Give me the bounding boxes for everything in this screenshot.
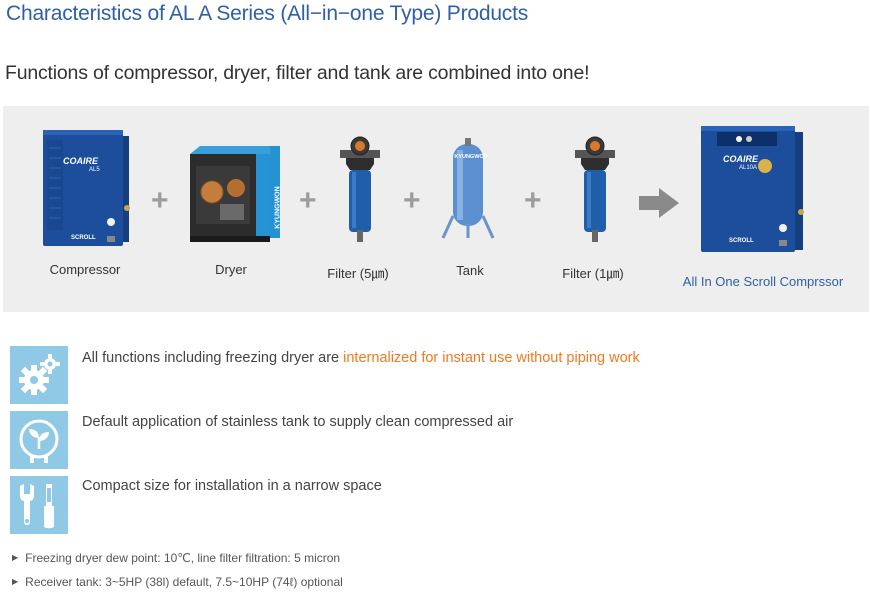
plus-sign: +: [151, 184, 169, 217]
feature-text: Default application of stainless tank to…: [82, 414, 514, 430]
note-text: Freezing dryer dew point: 10℃, line filt…: [25, 551, 341, 565]
tank-label: Tank: [456, 263, 484, 278]
feature-icon-box: [10, 476, 68, 534]
filter-1-label: Filter (1㎛): [562, 266, 624, 281]
dryer-label: Dryer: [215, 262, 247, 277]
tank-icon: [441, 138, 495, 239]
tools-icon: [20, 484, 54, 529]
feature-text-highlight: internalized for instant use without pip…: [343, 350, 640, 366]
note-item: ▶ Freezing dryer dew point: 10℃, line fil…: [12, 551, 340, 565]
page-subtitle: Functions of compressor, dryer, filter a…: [5, 62, 590, 84]
compressor-brand-text: COAIRE: [63, 156, 99, 166]
plus-sign: +: [524, 184, 542, 217]
all-in-one-model-text: AL10A: [739, 165, 758, 171]
feature-text: All functions including freezing dryer a…: [82, 350, 640, 366]
all-in-one-compressor-icon: [701, 126, 804, 252]
compressor-badge-text: SCROLL: [71, 235, 96, 241]
triangle-bullet-icon: ▶: [12, 553, 19, 562]
filter-5-label: Filter (5㎛): [327, 266, 389, 281]
feature-icon-box: [10, 411, 68, 469]
all-in-one-label: All In One Scroll Comprssor: [682, 274, 844, 289]
compressor-label: Compressor: [49, 262, 121, 277]
plus-sign: +: [299, 184, 317, 217]
product-combination-panel: COAIRE AL5 SCROLL Compressor + KYUNGWON …: [3, 106, 869, 312]
all-in-one-badge-text: SCROLL: [729, 238, 754, 244]
all-in-one-brand-text: COAIRE: [723, 154, 759, 164]
dryer-brand-text: KYUNGWON: [274, 186, 282, 229]
page-title: Characteristics of AL A Series (All−in−o…: [6, 2, 529, 25]
note-item: ▶ Receiver tank: 3~5HP (38l) default, 7.5…: [12, 575, 343, 589]
feature-icon-box: [10, 346, 68, 404]
arrow-right-icon: [639, 188, 679, 218]
triangle-bullet-icon: ▶: [12, 577, 19, 586]
plus-sign: +: [403, 184, 421, 217]
leaf-icon: [19, 419, 59, 463]
filter-icon: [340, 136, 380, 242]
note-text: Receiver tank: 3~5HP (38l) default, 7.5~…: [25, 575, 343, 589]
tank-brand-text: KYUNGWON: [454, 154, 488, 160]
feature-text-main: All functions including freezing dryer a…: [82, 350, 344, 366]
feature-text: Compact size for installation in a narro…: [82, 478, 382, 494]
filter-icon: [575, 136, 615, 242]
dryer-icon: [190, 146, 280, 242]
compressor-icon: [43, 130, 130, 246]
gears-icon: [19, 354, 60, 395]
compressor-model-text: AL5: [89, 167, 100, 173]
